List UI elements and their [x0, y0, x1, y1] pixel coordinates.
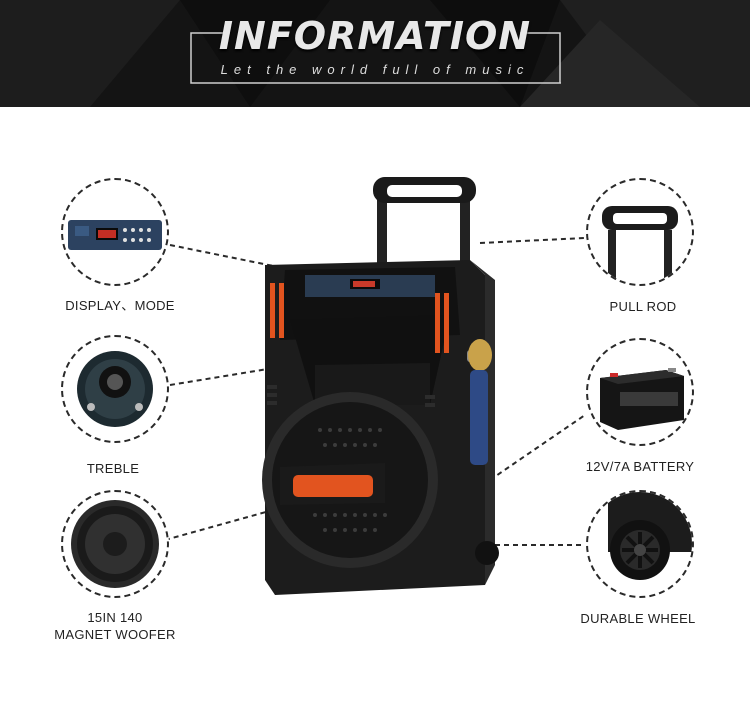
title-frame — [190, 32, 561, 84]
banner-title: INFORMATION — [218, 14, 532, 58]
control-panel-icon — [68, 220, 162, 250]
speaker-product-image — [262, 177, 499, 595]
banner-subtitle: Let the world full of music — [220, 62, 530, 77]
tweeter-icon — [77, 351, 153, 427]
wheel-label: DURABLE WHEEL — [580, 611, 696, 626]
woofer-label: 15IN 140 MAGNET WOOFER — [30, 609, 200, 643]
connector-display — [169, 244, 319, 276]
battery-label: 12V/7A BATTERY — [585, 459, 695, 474]
woofer-icon — [71, 500, 159, 588]
display-mode-label: DISPLAY、MODE — [65, 298, 175, 313]
woofer-circle — [61, 490, 169, 598]
handle-icon — [602, 206, 678, 284]
connector-battery — [489, 414, 586, 481]
battery-circle — [586, 338, 694, 446]
pull-rod-circle — [586, 178, 694, 286]
woofer-label-line2: MAGNET WOOFER — [54, 627, 176, 642]
wheel-icon — [608, 492, 692, 580]
treble-label: TREBLE — [86, 461, 140, 476]
display-mode-circle — [61, 178, 169, 286]
banner-background — [0, 0, 750, 107]
woofer-label-line1: 15IN 140 — [87, 610, 143, 625]
pull-rod-label: PULL ROD — [609, 299, 677, 314]
treble-circle — [61, 335, 169, 443]
header-banner: INFORMATION Let the world full of music — [0, 0, 750, 107]
battery-icon — [600, 368, 684, 430]
wheel-circle — [586, 490, 694, 598]
